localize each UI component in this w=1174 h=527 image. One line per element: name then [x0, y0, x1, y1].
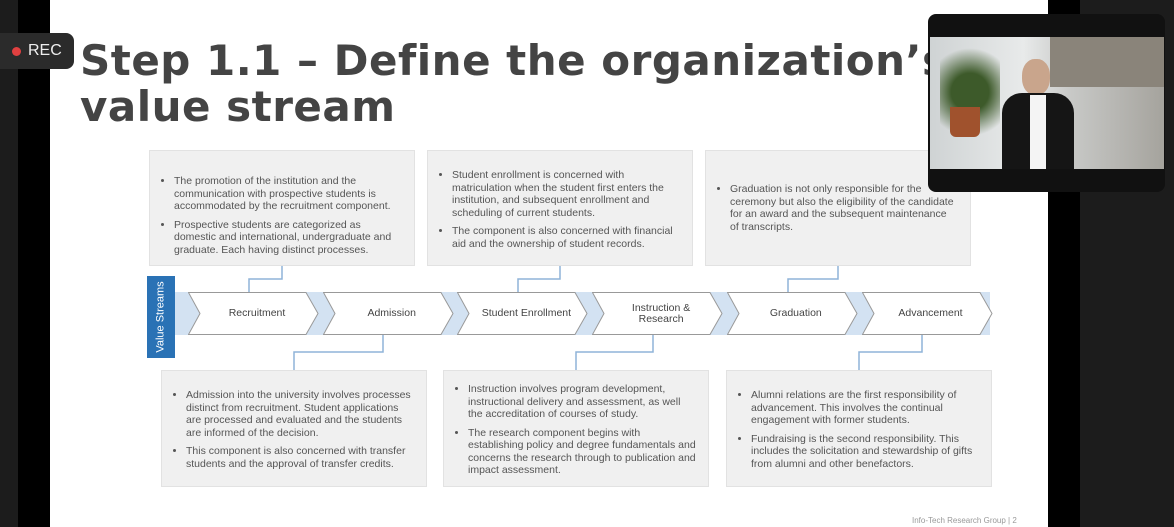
- stage-label: Instruction & Research: [631, 301, 691, 325]
- bullet-item: The component is also concerned with fin…: [452, 225, 680, 250]
- participant-video: [930, 37, 1164, 169]
- top_boxes-box: Student enrollment is concerned with mat…: [427, 150, 693, 266]
- stage-chevron: Recruitment: [188, 292, 319, 335]
- recording-indicator: REC: [0, 33, 74, 69]
- bullet-item: This component is also concerned with tr…: [186, 445, 414, 470]
- stage-label: Recruitment: [228, 307, 286, 319]
- bullet-item: The promotion of the institution and the…: [174, 175, 402, 213]
- bullet-item: Student enrollment is concerned with mat…: [452, 169, 680, 219]
- bullet-item: Fundraising is the second responsibility…: [751, 433, 979, 471]
- stage-label: Student Enrollment: [481, 307, 572, 319]
- bullet-item: Alumni relations are the first responsib…: [751, 389, 979, 427]
- footer: Info-Tech Research Group | 2: [912, 516, 1017, 525]
- stage-label: Graduation: [769, 307, 822, 319]
- left-margin: [0, 0, 18, 527]
- bullet-item: Graduation is not only responsible for t…: [730, 183, 958, 233]
- bottom_boxes-box: Admission into the university involves p…: [161, 370, 427, 487]
- stage-label: Advancement: [898, 307, 963, 319]
- bottom_boxes-box: Alumni relations are the first responsib…: [726, 370, 992, 487]
- bullet-item: The research component begins with estab…: [468, 427, 696, 477]
- bullet-item: Prospective students are categorized as …: [174, 219, 402, 257]
- bullet-item: Instruction involves program development…: [468, 383, 696, 421]
- stage-chevron: Advancement: [861, 292, 993, 335]
- record-dot-icon: [12, 46, 21, 56]
- stage-chevron: Student Enrollment: [457, 292, 588, 335]
- stage-label: Admission: [367, 307, 416, 319]
- top_boxes-box: The promotion of the institution and the…: [149, 150, 415, 266]
- stage-chevron: Graduation: [726, 292, 858, 335]
- video-tile[interactable]: [928, 14, 1165, 192]
- top_boxes-box: Graduation is not only responsible for t…: [705, 150, 971, 266]
- value-streams-label: Value Streams: [147, 276, 175, 358]
- stage-chevron: Instruction & Research: [592, 292, 723, 335]
- bottom_boxes-box: Instruction involves program development…: [443, 370, 709, 487]
- stage-chevron: Admission: [322, 292, 454, 335]
- bullet-item: Admission into the university involves p…: [186, 389, 414, 439]
